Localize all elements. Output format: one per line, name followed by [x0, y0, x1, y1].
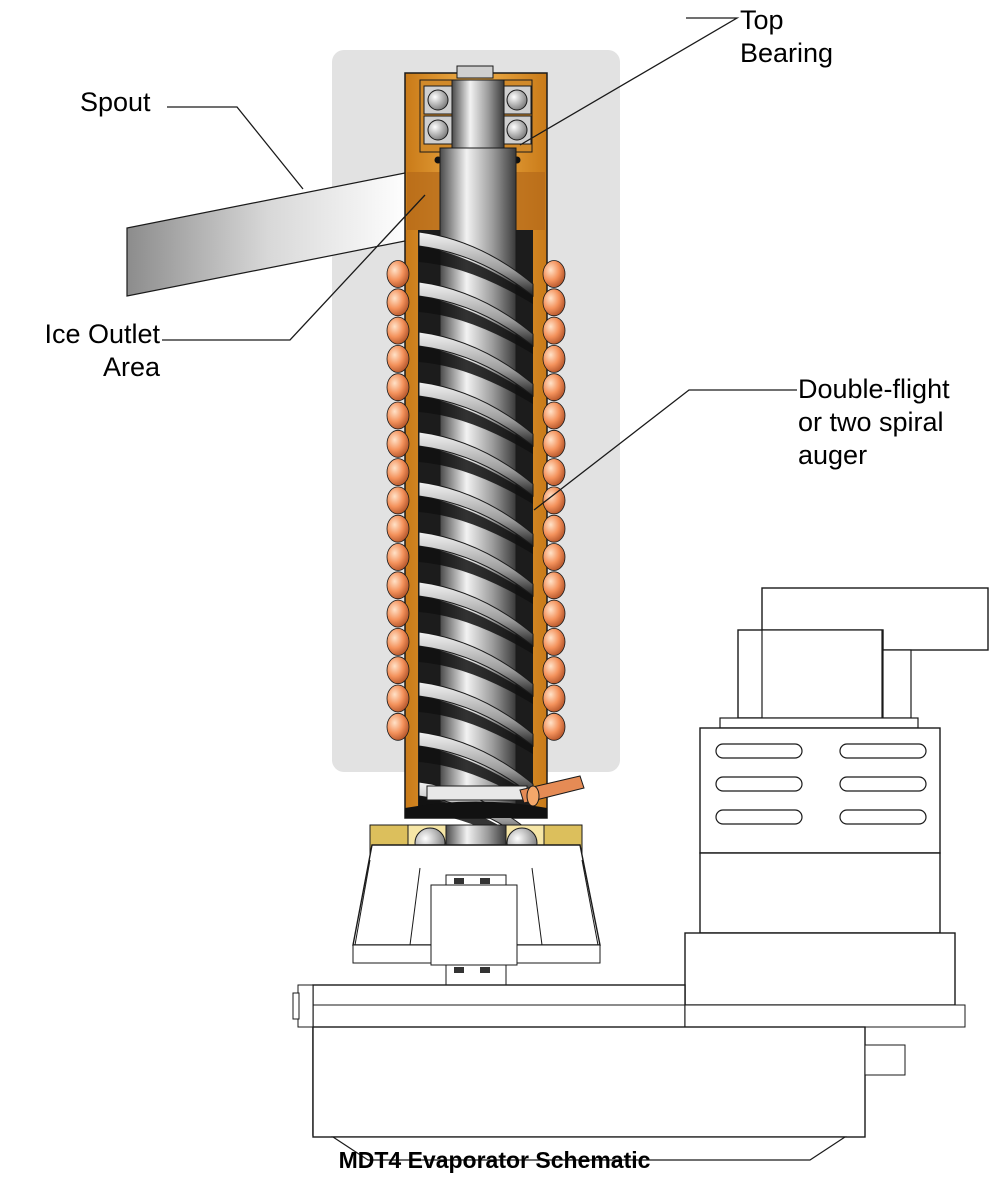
coil-turn — [542, 316, 566, 345]
auger-bottom-plate — [426, 785, 528, 801]
coil-turn — [542, 288, 566, 317]
vent-slot — [839, 776, 927, 792]
coil-turn — [542, 514, 566, 543]
coil-turn — [386, 316, 410, 345]
coil-turn — [542, 684, 566, 713]
label-spout: Spout — [80, 87, 151, 117]
coil-turn — [386, 344, 410, 373]
auger-flight-shadow — [419, 346, 533, 404]
auger-shaft-top — [451, 79, 505, 151]
coil-turn — [386, 260, 410, 288]
vent-slot — [839, 809, 927, 825]
top-bearing — [423, 85, 532, 145]
vent-slot — [715, 743, 803, 759]
coil-turn — [542, 599, 566, 628]
auger-flight-shadow — [419, 246, 533, 304]
diagram-caption: MDT4 Evaporator Schematic — [338, 1147, 651, 1173]
coil-turn — [386, 684, 410, 713]
coil-turn — [386, 429, 410, 458]
motor-vents — [715, 743, 927, 825]
coil-turn — [386, 599, 410, 628]
coil-turn — [386, 543, 410, 571]
coil-turn — [386, 401, 410, 430]
coil-turn — [542, 458, 566, 487]
auger-flight-shadow — [419, 546, 533, 604]
coil-turn — [542, 429, 566, 458]
auger-flight-shadow — [419, 646, 533, 704]
auger-flight-shadow — [419, 696, 533, 754]
coil-turn — [542, 628, 566, 656]
coil-turn — [542, 486, 566, 515]
vent-slot — [715, 809, 803, 825]
coil-turn — [542, 543, 566, 571]
refrigerant-coils — [386, 260, 566, 741]
coil-turn — [542, 401, 566, 430]
coil-turn — [386, 571, 410, 600]
coil-turn — [386, 628, 410, 656]
label-top-bearing: Top Bearing — [740, 5, 834, 68]
coil-turn — [542, 260, 566, 288]
coil-turn — [386, 656, 410, 685]
vent-slot — [839, 743, 927, 759]
label-ice-outlet-area: Ice Outlet Area — [44, 319, 160, 382]
coil-turn — [386, 514, 410, 543]
evaporator-base — [405, 801, 547, 818]
auger-flight-shadow — [419, 596, 533, 654]
coil-turn — [542, 656, 566, 685]
top-nut — [456, 65, 494, 79]
auger-flight-shadow — [419, 496, 533, 554]
coil-turn — [542, 571, 566, 600]
auger-flight-shadow — [419, 446, 533, 504]
motor-base — [684, 932, 956, 1006]
coil-turn — [542, 373, 566, 402]
vent-slot — [715, 776, 803, 792]
coil-turn — [542, 344, 566, 373]
coil-turn — [386, 458, 410, 487]
gearbox-base — [330, 1136, 848, 1161]
coil-turn — [386, 373, 410, 402]
label-auger: Double-flight or two spiral auger — [798, 374, 950, 470]
auger-flight-shadow — [419, 296, 533, 354]
coil-turn — [386, 486, 410, 515]
coil-turn — [386, 288, 410, 317]
auger-flight-shadow — [419, 396, 533, 454]
auger-flight-shadow — [419, 746, 533, 804]
coupling — [430, 884, 518, 966]
leader-lines — [162, 17, 797, 511]
coil-turn — [386, 712, 410, 741]
coil-turn — [542, 712, 566, 741]
